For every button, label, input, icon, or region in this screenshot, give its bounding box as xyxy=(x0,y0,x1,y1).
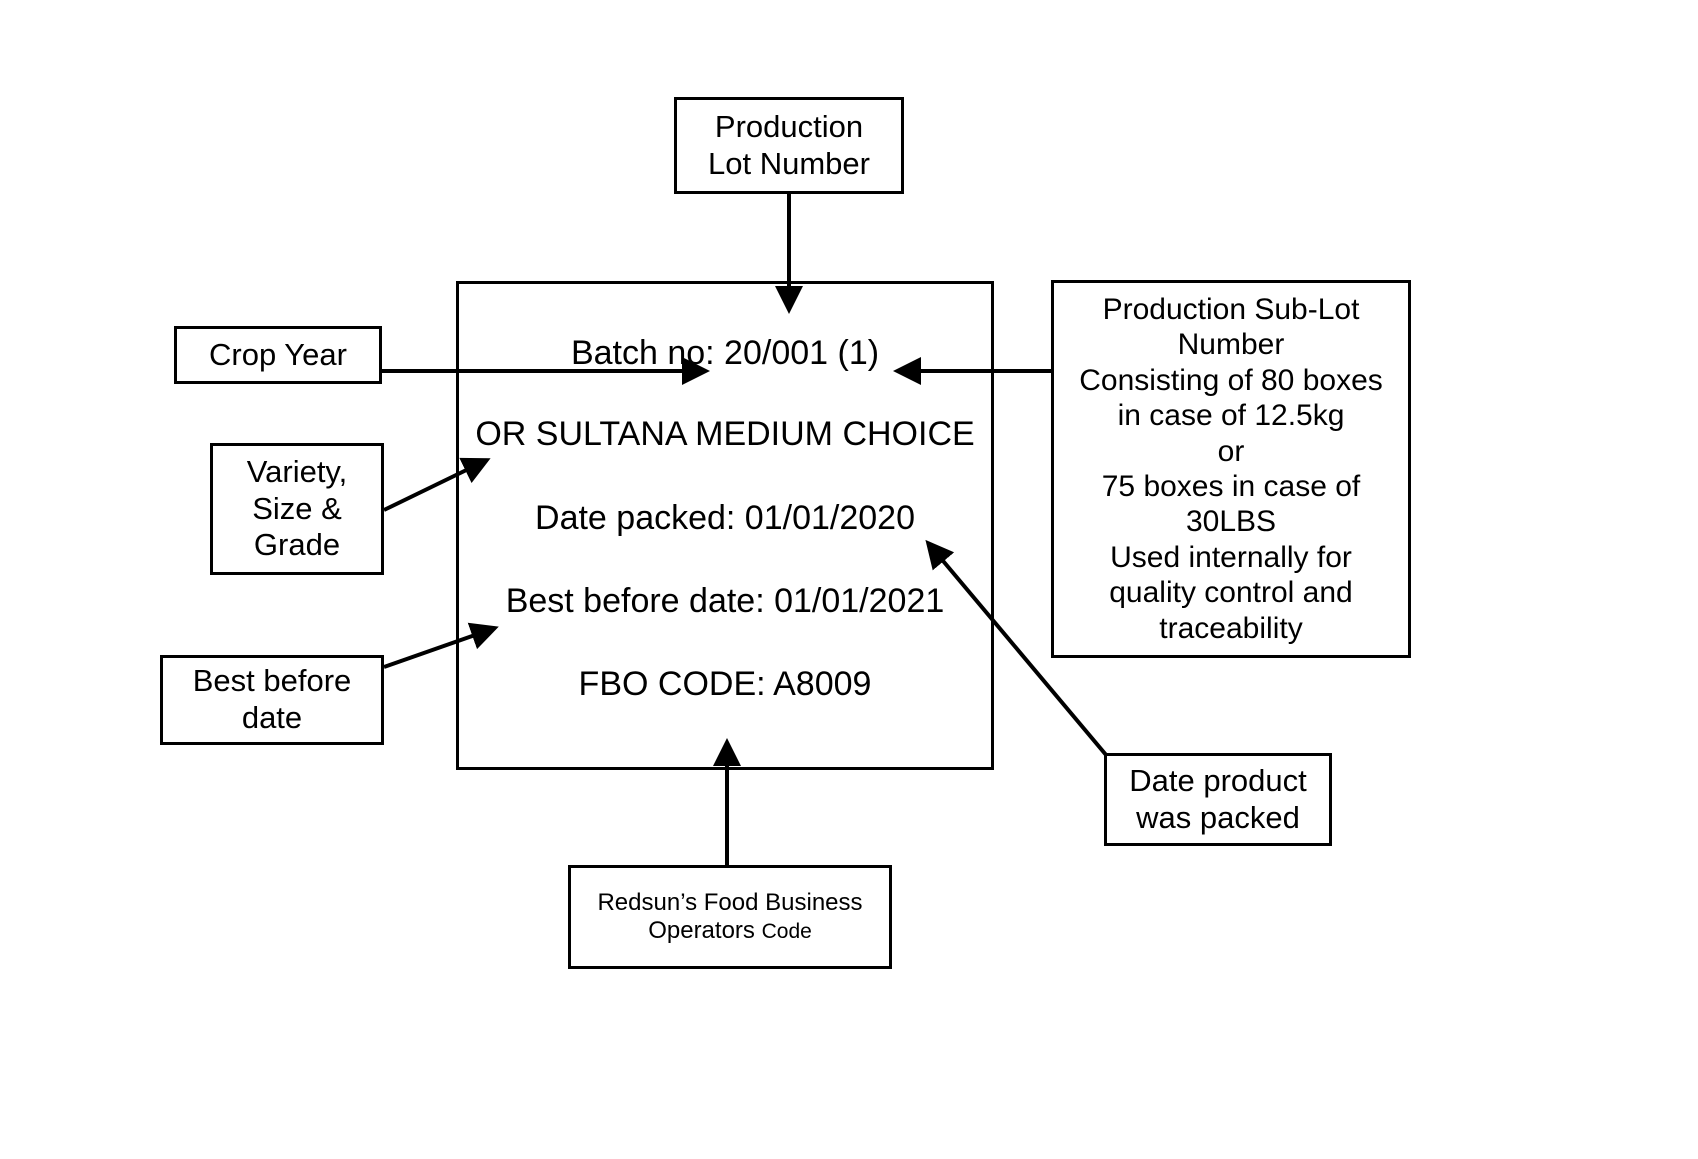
callout-crop-year-line-1: Crop Year xyxy=(209,336,347,372)
callout-sub-lot-line-10: traceability xyxy=(1159,611,1303,645)
callout-crop-year: Crop Year xyxy=(174,326,382,384)
label-batch-no: Batch no: 20/001 (1) xyxy=(570,334,880,372)
callout-variety-line-1: Variety, xyxy=(246,454,348,490)
callout-sub-lot-line-3: Consisting of 80 boxes xyxy=(1079,363,1383,397)
callout-date-packed-line-1: Date product xyxy=(1129,762,1307,798)
label-date-packed: Date packed: 01/01/2020 xyxy=(535,499,915,537)
callout-fbo-line-1: Redsun’s Food Business xyxy=(597,888,863,916)
callout-production-lot-number: Production Lot Number xyxy=(674,97,904,194)
callout-sub-lot-line-5: or xyxy=(1217,434,1245,468)
callout-best-before-line-1: Best before xyxy=(192,663,352,699)
callout-fbo-line-2-operators: Operators xyxy=(648,917,762,944)
callout-production-lot-line-1: Production xyxy=(714,108,864,144)
callout-best-before-date: Best before date xyxy=(160,655,384,745)
callout-production-sub-lot-number: Production Sub-Lot Number Consisting of … xyxy=(1051,280,1411,658)
callout-sub-lot-line-1: Production Sub-Lot xyxy=(1102,293,1360,327)
label-panel xyxy=(456,281,994,770)
callout-sub-lot-line-6: 75 boxes in case of xyxy=(1101,470,1361,503)
callout-variety-size-grade: Variety, Size & Grade xyxy=(210,443,384,575)
callout-best-before-line-2: date xyxy=(241,700,303,735)
callout-fbo-line-2-code: Code xyxy=(761,920,812,943)
callout-variety-line-2: Size & xyxy=(252,490,342,526)
callout-sub-lot-line-4: in case of 12.5kg xyxy=(1117,399,1345,433)
label-product-description: OR SULTANA MEDIUM CHOICE xyxy=(475,415,975,453)
callout-sub-lot-line-7: 30LBS xyxy=(1185,505,1277,539)
callout-fbo-line-2: Operators Code xyxy=(648,917,812,945)
callout-variety-line-3: Grade xyxy=(253,527,341,563)
callout-sub-lot-line-8: Used internally for xyxy=(1110,540,1352,574)
callout-fbo-operators-code: Redsun’s Food Business Operators Code xyxy=(568,865,892,969)
callout-production-lot-line-2: Lot Number xyxy=(708,145,870,181)
label-best-before-date: Best before date: 01/01/2021 xyxy=(505,582,945,620)
callout-date-product-was-packed: Date product was packed xyxy=(1104,753,1332,846)
label-fbo-code: FBO CODE: A8009 xyxy=(578,665,872,703)
callout-sub-lot-line-2: Number xyxy=(1177,328,1285,362)
callout-date-packed-line-2: was packed xyxy=(1136,799,1300,835)
callout-sub-lot-line-9: quality control and xyxy=(1109,576,1353,610)
